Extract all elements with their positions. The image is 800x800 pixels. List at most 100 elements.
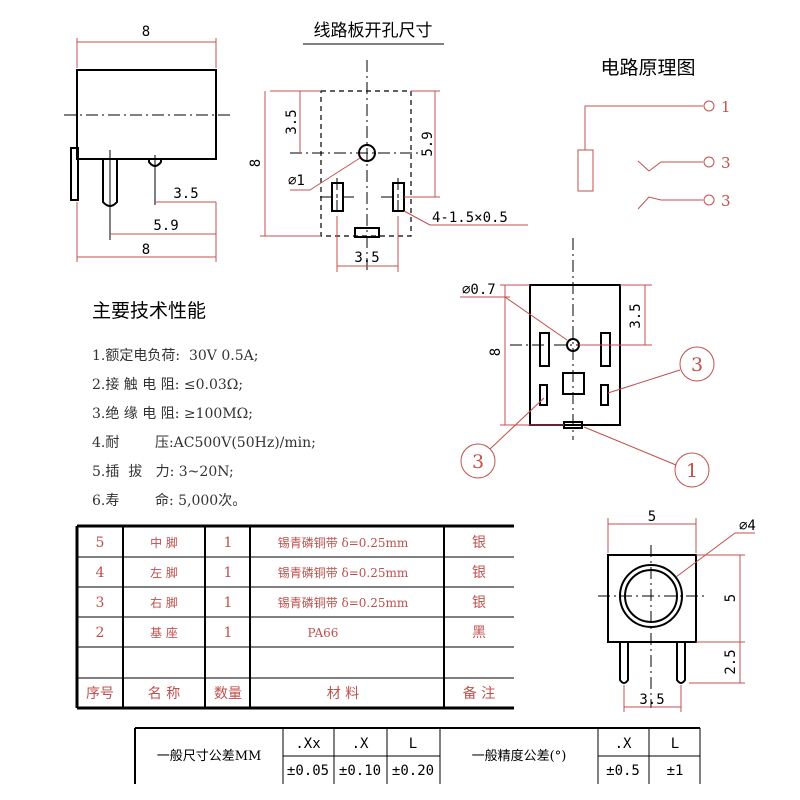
dim-front-pin-3-5: 3.5 <box>173 186 198 202</box>
dim-side-b-3-5: 3.5 <box>639 692 664 708</box>
schematic-sleeve <box>577 149 594 192</box>
balloon-3-right <box>679 346 715 382</box>
bom-row-1-name: 中 脚 <box>150 535 178 550</box>
schematic-terminal-3a <box>703 156 715 168</box>
spec-line-4: 4.耐 压:AC500V(50Hz)/min; <box>92 435 316 451</box>
bom-row-3-note: 银 <box>472 595 486 611</box>
bom-header-note: 备 注 <box>463 685 495 702</box>
bom-row-2-material: 锡青磷铜带 δ=0.25mm <box>278 565 409 580</box>
schematic-label-1: 1 <box>721 98 731 116</box>
tol-ang-val-1: ±0.5 <box>606 763 640 779</box>
bottom-view-body <box>529 284 621 426</box>
pcb-outline <box>320 90 412 237</box>
bottom-view-slot-left <box>539 332 550 367</box>
balloon-1 <box>674 452 710 488</box>
bom-text: 5 中 脚 1 锡青磷铜带 δ=0.25mm 银 4 左 脚 1 锡青磷铜带 δ… <box>86 535 495 702</box>
bom-header-name: 名 称 <box>148 686 180 702</box>
dim-bottom-v-8: 8 <box>488 348 504 356</box>
tol-dim-val-3: ±0.20 <box>392 763 434 779</box>
bom-row-4-note: 黑 <box>472 625 486 641</box>
bom-row-2-name: 左 脚 <box>150 565 178 580</box>
side-view-pin-right <box>676 642 686 684</box>
tol-dim-col-3: L <box>409 736 417 752</box>
pcb-hole-view: 线路板开孔尺寸 3.5 8 ⌀1 5.9 4-1.5×0.5 <box>248 21 528 272</box>
dim-pcb-dia: ⌀1 <box>288 173 305 189</box>
front-view-side-tab <box>70 147 79 201</box>
schematic-view: 电路原理图 1 3 3 <box>577 57 731 210</box>
spec-line-6: 6.寿 命: 5,000次。 <box>92 493 247 509</box>
specs-title: 主要技术性能 <box>92 300 207 322</box>
balloon-3-left-label: 3 <box>472 451 484 473</box>
dim-pcb-h-8: 8 <box>248 159 264 167</box>
tolerance-text: 一般尺寸公差MM .Xx .X L ±0.05 ±0.10 ±0.20 一般精度… <box>157 736 684 779</box>
bom-row-3-name: 右 脚 <box>150 595 178 610</box>
dim-side-w-5: 5 <box>648 509 656 525</box>
bottom-view: ⌀0.7 8 3.5 3 3 1 <box>460 238 715 488</box>
bom-row-4-qty: 1 <box>224 625 233 641</box>
front-view-body <box>76 69 217 160</box>
bom-table <box>75 524 514 710</box>
tolerance-table <box>134 727 701 784</box>
tol-dim-val-1: ±0.05 <box>287 763 329 779</box>
bom-row-4-no: 2 <box>96 625 105 641</box>
bom-header-material: 材 料 <box>327 686 359 702</box>
bom-row-2-no: 4 <box>96 565 105 581</box>
bom-row-3-material: 锡青磷铜带 δ=0.25mm <box>278 595 409 610</box>
bottom-view-pin-left <box>539 384 548 406</box>
dim-pcb-v-3-5: 3.5 <box>284 109 300 134</box>
spec-line-1: 1.额定电负荷: 30V 0.5A; <box>92 348 259 364</box>
balloon-1-label: 1 <box>686 460 698 482</box>
spec-line-3: 3.绝 缘 电 阻: ≥100MΩ; <box>92 406 253 422</box>
bottom-view-pin-right <box>600 384 609 406</box>
schematic-label-3b: 3 <box>721 192 731 210</box>
dim-front-pin-5-9: 5.9 <box>153 218 178 234</box>
bottom-view-center-block <box>562 372 585 395</box>
tol-dim-col-2: .X <box>352 736 369 752</box>
dim-bottom-v-3-5: 3.5 <box>628 303 644 328</box>
tol-dim-col-1: .Xx <box>295 736 320 752</box>
tol-ang-col-2: L <box>671 736 679 752</box>
side-view-body <box>607 554 697 643</box>
dim-bottom-dia: ⌀0.7 <box>462 282 496 298</box>
tol-dim-label: 一般尺寸公差MM <box>157 748 262 764</box>
bom-row-4-material: PA66 <box>308 626 339 640</box>
balloon-3-right-label: 3 <box>691 354 703 376</box>
tol-dim-val-2: ±0.10 <box>339 763 381 779</box>
dim-side-v-5: 5 <box>723 594 739 602</box>
dim-front-bottom: 8 <box>142 242 150 258</box>
front-view: 8 3.5 5.9 8 <box>64 24 230 262</box>
bom-row-3-qty: 1 <box>224 595 233 611</box>
schematic-label-3a: 3 <box>721 154 731 172</box>
dim-side-v-2-5: 2.5 <box>723 649 739 674</box>
bom-header-qty: 数量 <box>214 686 242 702</box>
bom-row-4-name: 基 座 <box>150 625 178 640</box>
tol-ang-val-2: ±1 <box>667 763 684 779</box>
tol-ang-label: 一般精度公差(°) <box>472 748 567 764</box>
bom-row-3-no: 3 <box>96 595 105 611</box>
schematic-terminal-3b <box>703 194 715 206</box>
dim-side-dia-4: ⌀4 <box>739 518 756 534</box>
bom-row-1-no: 5 <box>96 535 105 551</box>
bom-header-no: 序号 <box>86 686 114 702</box>
spec-line-5: 5.插 拔 力: 3~20N; <box>92 464 234 480</box>
side-view: 5 ⌀4 5 2.5 3.5 <box>598 509 756 712</box>
dim-front-width: 8 <box>142 24 150 40</box>
balloon-3-left <box>460 443 496 479</box>
bottom-view-slot-right <box>600 332 611 367</box>
bom-row-1-note: 银 <box>472 535 486 551</box>
bom-row-2-qty: 1 <box>224 565 233 581</box>
bom-row-1-material: 锡青磷铜带 δ=0.25mm <box>278 535 409 550</box>
side-view-pin-left <box>619 642 629 684</box>
bom-row-2-note: 银 <box>472 565 486 581</box>
tol-ang-col-1: .X <box>615 736 632 752</box>
dim-pcb-slots: 4-1.5×0.5 <box>432 210 508 226</box>
dim-pcb-bottom-3-5: 3.5 <box>354 250 379 266</box>
schematic-terminal-1 <box>703 100 715 112</box>
spec-line-2: 2.接 触 电 阻: ≤0.03Ω; <box>92 377 244 393</box>
dim-pcb-v-5-9: 5.9 <box>420 131 436 156</box>
pcb-hole-title: 线路板开孔尺寸 <box>314 21 433 41</box>
schematic-title: 电路原理图 <box>600 57 695 79</box>
bom-row-1-qty: 1 <box>224 535 233 551</box>
